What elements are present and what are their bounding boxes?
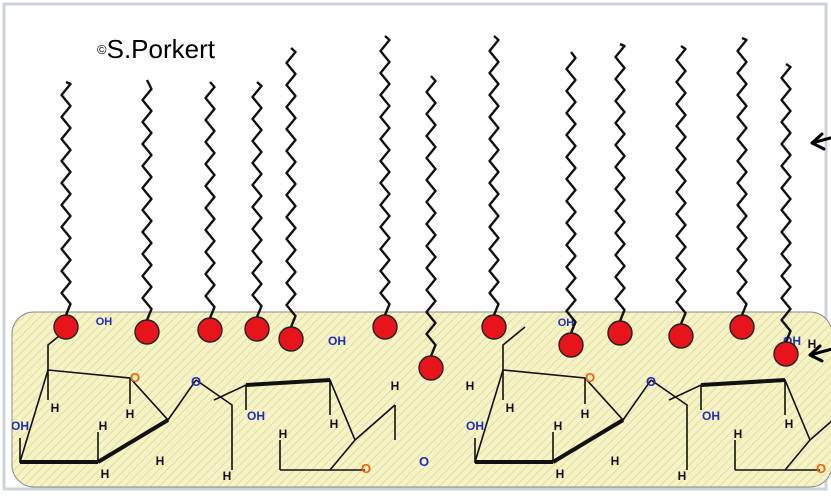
- head-group: [729, 314, 755, 340]
- hydrogen-label: H: [581, 407, 590, 421]
- head-group: [197, 317, 223, 343]
- hydrogen-label: H: [556, 467, 565, 481]
- hydroxyl-label: OH: [702, 409, 720, 423]
- hydrogen-label: H: [99, 419, 108, 433]
- alkyl-chain: [488, 35, 500, 316]
- arrowhead: [808, 344, 824, 363]
- oxygen-label: O: [585, 370, 595, 385]
- arrowhead: [810, 132, 826, 151]
- substrate-surface: [11, 311, 831, 488]
- hydrogen-label: H: [734, 427, 743, 441]
- bond: [650, 379, 688, 470]
- head-group: [53, 314, 79, 340]
- oxygen-label: O: [419, 454, 429, 469]
- hydrogen-label: H: [156, 454, 165, 468]
- oxygen-label: O: [191, 374, 201, 389]
- head-group: [668, 323, 694, 349]
- hydroxyl-label: OH: [11, 419, 29, 433]
- hydrogen-label: H: [101, 467, 110, 481]
- oxygen-label: O: [816, 461, 826, 476]
- alkyl-chains: [60, 35, 792, 357]
- bond: [551, 418, 625, 464]
- alkyl-chain: [141, 79, 153, 321]
- hydrogen-label: H: [223, 469, 232, 483]
- hydroxyl-label: OH: [558, 317, 575, 329]
- hydrogen-label: H: [611, 454, 620, 468]
- arrow-line: [809, 347, 831, 357]
- copyright-symbol: ©: [97, 41, 107, 57]
- hydrogen-label: H: [554, 419, 563, 433]
- head-group: [372, 314, 398, 340]
- alkyl-chain: [379, 35, 391, 316]
- alkyl-chain: [780, 63, 792, 343]
- bond: [96, 418, 170, 464]
- hydrogen-label: H: [466, 379, 475, 393]
- bond: [700, 378, 786, 387]
- arrow-line: [811, 136, 831, 145]
- cellulose-structure: OOHOHHHHHOHHHOHHHOOOHOHHHHHOHHHOHHHOOOHO…: [11, 316, 831, 483]
- alkyl-chain: [565, 51, 577, 334]
- hydrogen-label: H: [330, 417, 339, 431]
- hydrogen-label: H: [279, 427, 288, 441]
- hydroxyl-label: OH: [247, 409, 265, 423]
- hydrogen-label: H: [506, 401, 515, 415]
- head-group: [481, 314, 507, 340]
- bond: [213, 379, 356, 471]
- hydrogen-label: H: [126, 407, 135, 421]
- head-group: [134, 319, 160, 345]
- bond: [809, 404, 831, 441]
- author-name: S.Porkert: [106, 33, 215, 64]
- head-group: [558, 332, 584, 358]
- copyright-credit: ©S.Porkert: [47, 24, 265, 74]
- oxygen-label: O: [130, 370, 140, 385]
- alkyl-chain: [204, 81, 216, 319]
- hydrogen-label: H: [51, 401, 60, 415]
- oxygen-label: O: [646, 374, 656, 389]
- hydrogen-label: H: [678, 469, 687, 483]
- bond: [502, 326, 526, 370]
- head-group: [244, 316, 270, 342]
- bond: [668, 379, 811, 471]
- head-group: [418, 355, 444, 381]
- head-groups: [53, 314, 799, 381]
- bond: [622, 379, 652, 421]
- hydrogen-label: H: [391, 379, 400, 393]
- alkyl-chain: [675, 45, 687, 325]
- head-group: [773, 341, 799, 367]
- bond: [245, 378, 331, 387]
- hydrogen-label: H: [785, 417, 794, 431]
- alkyl-chain: [285, 47, 297, 328]
- hydrogen-label: H: [808, 337, 817, 351]
- oxygen-label: O: [361, 461, 371, 476]
- alkyl-chain: [60, 80, 72, 316]
- hydroxyl-label: OH: [96, 316, 113, 328]
- alkyl-chain: [614, 42, 626, 322]
- hydroxyl-label: OH: [328, 334, 346, 348]
- pointer-arrows: [808, 132, 831, 363]
- head-group: [278, 326, 304, 352]
- bond: [354, 404, 396, 441]
- bond: [167, 379, 197, 421]
- head-group: [607, 320, 633, 346]
- alkyl-chain: [425, 75, 437, 357]
- hydroxyl-label: OH: [466, 419, 484, 433]
- bond: [195, 379, 233, 470]
- alkyl-chain: [251, 81, 263, 318]
- alkyl-chain: [736, 36, 748, 316]
